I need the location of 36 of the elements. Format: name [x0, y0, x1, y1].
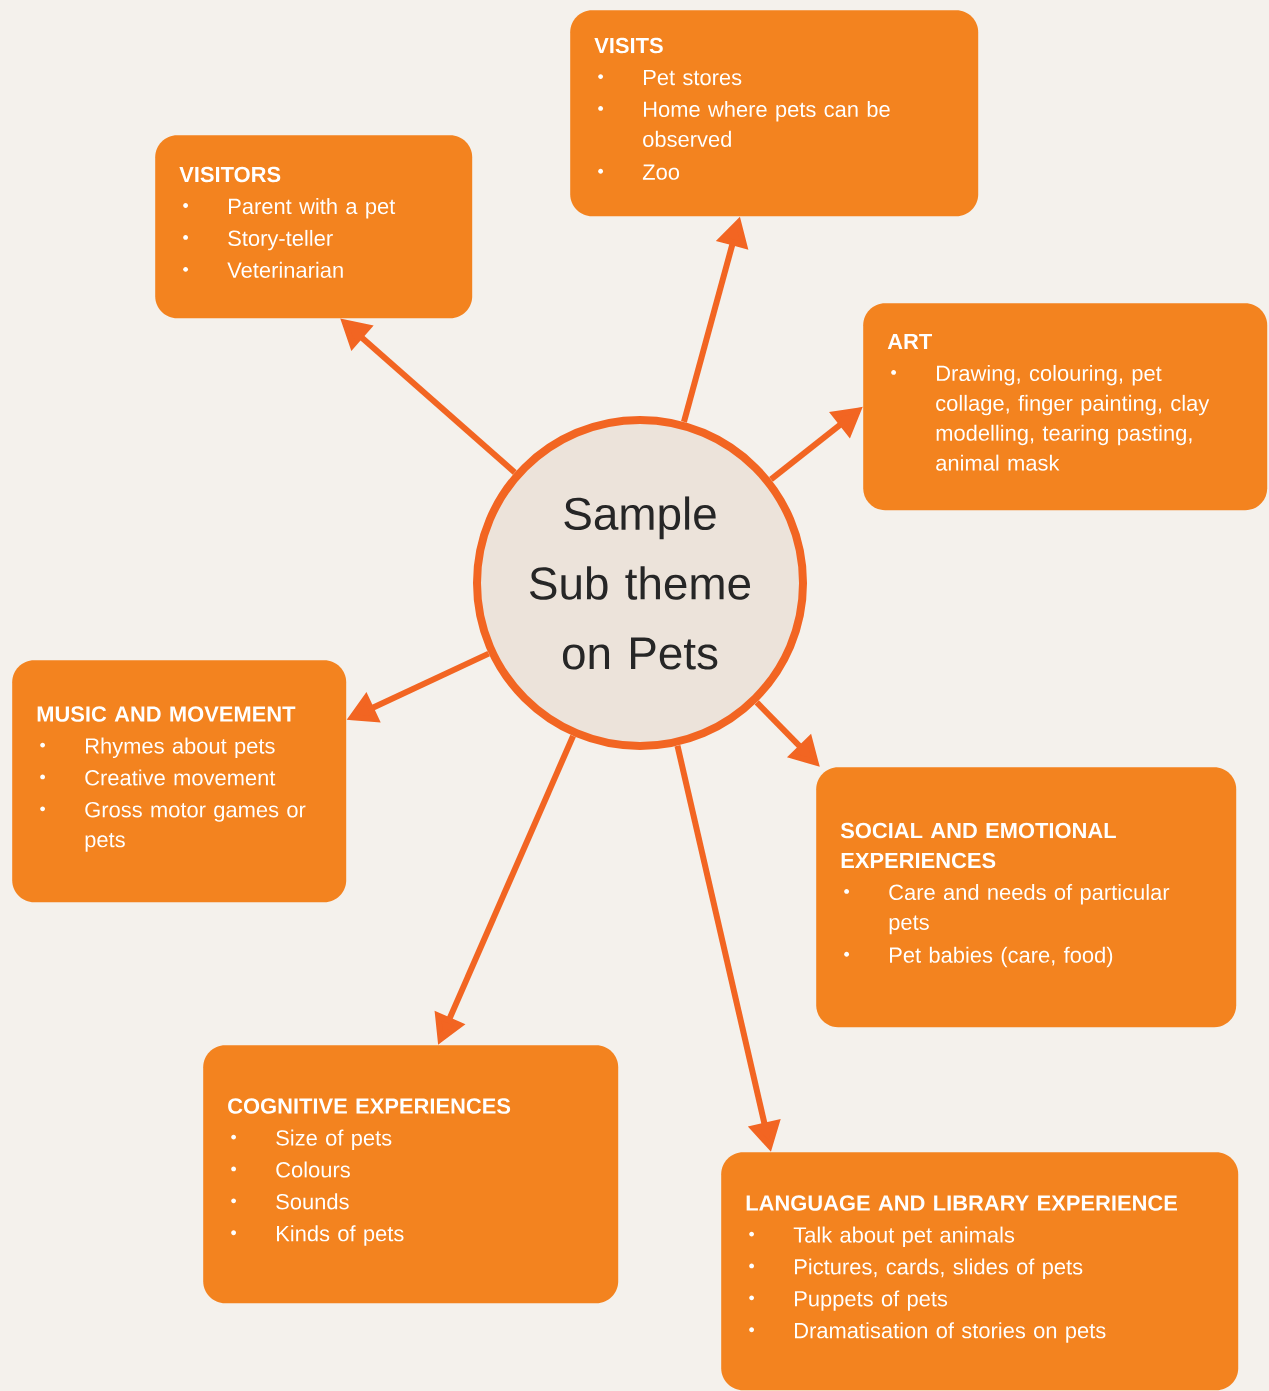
center-circle	[473, 416, 807, 750]
bullet-text: Creative movement	[85, 769, 276, 786]
box-heading: MUSIC AND MOVEMENT	[37, 706, 296, 722]
bullet-text: Kinds of pets	[277, 1225, 404, 1246]
bullet-text: Pictures, cards, slides of pets	[795, 1258, 1083, 1279]
topic-box	[203, 1045, 619, 1304]
box-heading: VISITS	[594, 37, 663, 54]
bullet-text: Home where pets can be observed	[643, 100, 890, 147]
box-heading: LANGUAGE AND LIBRARY EXPERIENCE	[746, 1195, 1177, 1211]
bullet-text: Parent with a pet	[229, 198, 396, 219]
bullet-text: Rhymes about pets	[86, 737, 275, 758]
bullet-text: Story-teller	[228, 229, 333, 251]
bullet-text: Size of pets	[276, 1129, 392, 1150]
topic-box	[12, 660, 347, 903]
bullet-text: Dramatisation of stories on pets	[795, 1322, 1106, 1343]
bullet-text: Puppets of pets	[795, 1290, 948, 1311]
topic-box	[570, 10, 979, 217]
topic-box	[816, 767, 1237, 1028]
circle-title: Sample Sub theme on Pets	[530, 496, 751, 670]
bullet-text: Zoo	[642, 164, 680, 180]
topic-box	[721, 1152, 1239, 1391]
box-heading: ART	[887, 333, 932, 349]
bullet-text: Talk about pet animals	[793, 1226, 1015, 1247]
box-heading: SOCIAL AND EMOTIONAL EXPERIENCES	[840, 822, 1116, 869]
box-heading: VISITORS	[179, 166, 281, 183]
bullet-text: Veterinarian	[227, 261, 343, 278]
box-heading: COGNITIVE EXPERIENCES	[228, 1098, 511, 1114]
bullet-text: Colours	[276, 1161, 350, 1178]
bullet-text: Gross motor games or pets	[85, 801, 306, 852]
bullet-text: Sounds	[276, 1193, 349, 1210]
bullet-text: Pet babies (care, food)	[890, 946, 1113, 968]
bullet-text: Pet stores	[644, 69, 742, 86]
topic-box	[155, 135, 473, 319]
bullet-text: Drawing, colouring, pet collage, finger painting, clay modelling, tearing pasting, animal mask	[936, 364, 1210, 471]
topic-box	[863, 303, 1268, 511]
bullet-text: Care and needs of particular pets	[889, 883, 1170, 935]
